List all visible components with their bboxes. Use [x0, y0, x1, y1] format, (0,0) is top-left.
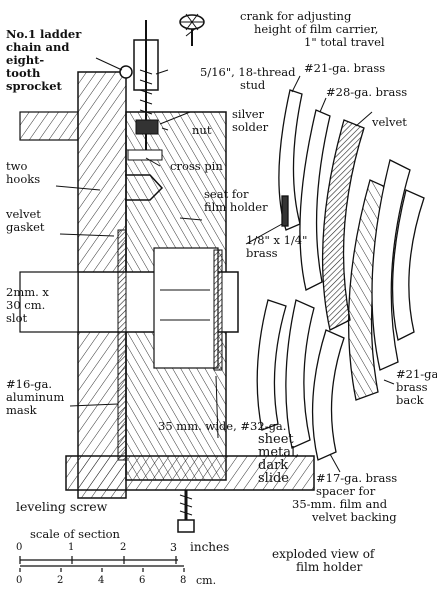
label-brass-28: #28-ga. brass [326, 85, 408, 99]
label-aluminum-mask: #16-ga. aluminum mask [6, 377, 65, 417]
label-velvet: velvet [372, 115, 407, 129]
dark-slide-plate [256, 299, 287, 431]
scale-title: scale of section [30, 527, 120, 541]
brass-plate-28 [299, 109, 331, 291]
aluminum-mask [117, 229, 127, 461]
dark-slide-section [213, 249, 223, 371]
hook [125, 174, 164, 201]
label-seat: seat for film holder [204, 187, 268, 214]
label-two-hooks: two hooks [6, 159, 41, 186]
label-ladder-chain: No.1 ladder chain and eight- tooth sproc… [6, 27, 82, 93]
base-beam [65, 455, 315, 491]
label-silver-solder: silver solder [232, 107, 269, 134]
label-brass-21: #21-ga. brass [304, 61, 386, 75]
spacer-plate [311, 329, 345, 461]
stud-assembly [127, 20, 163, 161]
label-leveling-screw: leveling screw [16, 499, 108, 514]
leveling-screw-icon [177, 490, 195, 533]
label-crank: crank for adjusting height of film carri… [240, 9, 385, 49]
exploded-view [256, 89, 425, 461]
crank-icon [179, 13, 205, 46]
label-brass-strip: 1/8" x 1/4" brass [246, 233, 308, 260]
brass-strip [281, 195, 289, 227]
label-stud: 5/16", 18-thread stud [200, 65, 296, 92]
label-dark-slide: 35 mm. wide, #32-ga. sheet metal, dark s… [158, 419, 300, 486]
label-nut: nut [192, 123, 212, 137]
label-spacer: #17-ga. brass spacer for 35-mm. film and… [292, 471, 398, 524]
label-brass-back: #21-ga brass back [396, 367, 437, 407]
label-velvet-gasket: velvet gasket [6, 207, 45, 234]
scale-bar [19, 556, 185, 572]
label-exploded-view: exploded view of film holder [272, 547, 375, 574]
label-slot: 2mm. x 30 cm. slot [6, 285, 49, 325]
sprocket-icon [119, 65, 133, 79]
film-holder-recess [153, 247, 219, 369]
label-cross-pin: cross pin [170, 159, 223, 173]
